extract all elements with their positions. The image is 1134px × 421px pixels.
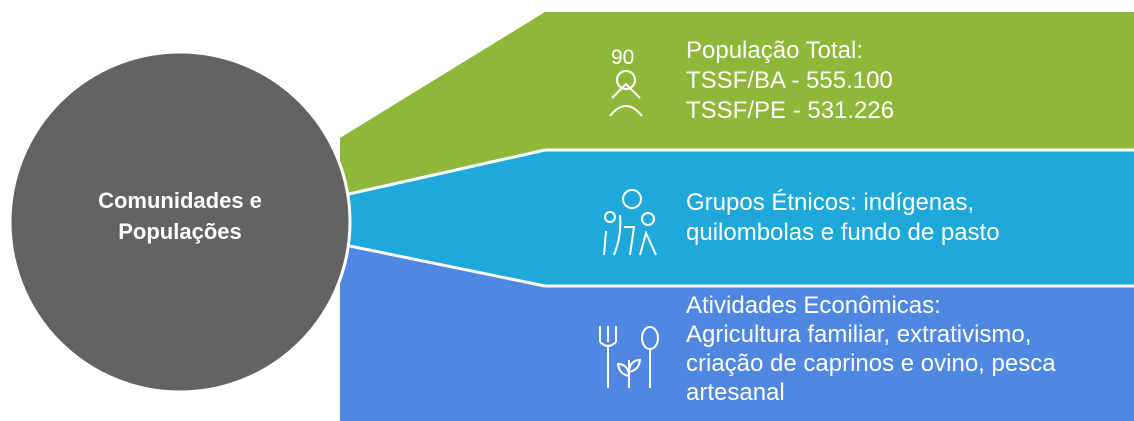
economic-activities-text: Atividades Econômicas: Agricultura famil…: [686, 291, 1056, 407]
band-ethnic-groups: [340, 150, 1134, 286]
ethnic-groups-line1: Grupos Étnicos: indígenas,: [686, 189, 975, 216]
hub-label: Comunidades e Populações: [30, 185, 330, 247]
ethnic-groups-line2: quilombolas e fundo de pasto: [686, 219, 1000, 246]
band-separator: [339, 148, 546, 198]
band-economic-activities: [340, 244, 1134, 421]
age-label: 90: [611, 46, 634, 69]
economic-activities-heading: Atividades Econômicas:: [686, 292, 941, 319]
older-person-icon: 90: [609, 46, 643, 117]
hub-circle: [8, 50, 352, 394]
population-total-heading: População Total:: [686, 37, 864, 64]
population-pe: TSSF/PE - 531.226: [686, 97, 895, 124]
ethnic-groups-text: Grupos Étnicos: indígenas, quilombolas e…: [686, 188, 1000, 248]
fork-spoon-plant-icon: [599, 326, 659, 388]
economic-activities-line1: Agricultura familiar, extrativismo,: [686, 321, 1032, 348]
population-total-text: População Total: TSSF/BA - 555.100 TSSF/…: [686, 36, 894, 126]
economic-activities-line3: artesanal: [686, 379, 785, 406]
economic-activities-line2: criação de caprinos e ovino, pesca: [686, 350, 1056, 377]
population-ba: TSSF/BA - 555.100: [686, 67, 893, 94]
hub-label-line2: Populações: [118, 219, 242, 244]
band-separator: [339, 242, 546, 288]
family-group-icon: [603, 189, 657, 256]
hub-label-line1: Comunidades e: [98, 188, 262, 213]
